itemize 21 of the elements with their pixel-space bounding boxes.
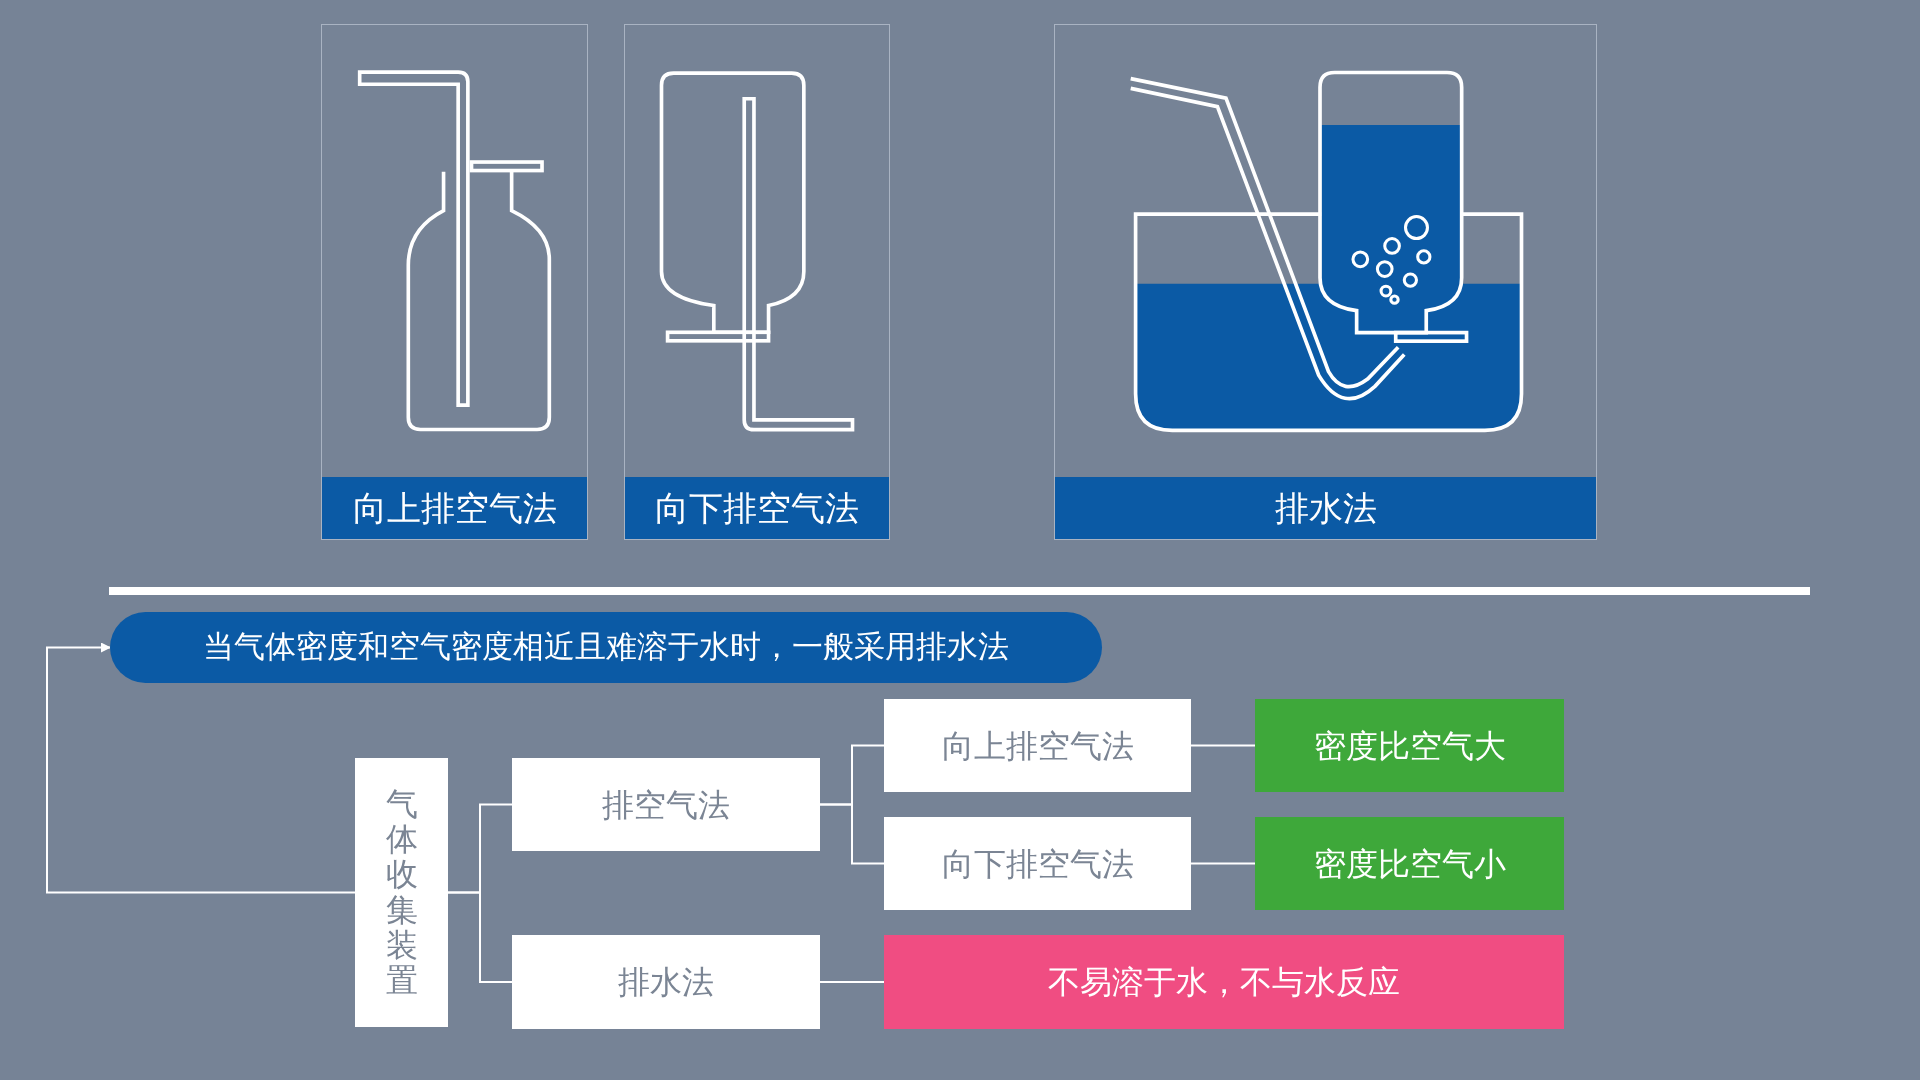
condition-box: 密度比空气小 — [1255, 817, 1564, 910]
method-box: 向下排空气法 — [884, 817, 1191, 910]
method-panel — [624, 24, 890, 540]
connector-line — [819, 981, 885, 983]
method-box: 排水法 — [512, 935, 820, 1029]
method-box: 排空气法 — [512, 758, 820, 851]
connector-line — [819, 803, 885, 865]
method-panel — [1054, 24, 1597, 540]
method-panel — [321, 24, 588, 540]
method-box: 向上排空气法 — [884, 699, 1191, 792]
connector-line — [447, 891, 513, 983]
note-banner: 当气体密度和空气密度相近且难溶于水时，一般采用排水法 — [110, 612, 1102, 683]
connector-line — [1190, 744, 1256, 747]
method-label: 向上排空气法 — [322, 477, 587, 539]
root-box: 气体收集装置 — [355, 758, 448, 1027]
method-label: 排水法 — [1055, 477, 1596, 539]
condition-box: 密度比空气大 — [1255, 699, 1564, 792]
arrow — [46, 642, 356, 894]
condition-box: 不易溶于水，不与水反应 — [884, 935, 1564, 1029]
method-label: 向下排空气法 — [625, 477, 889, 539]
connector-line — [1190, 862, 1256, 865]
